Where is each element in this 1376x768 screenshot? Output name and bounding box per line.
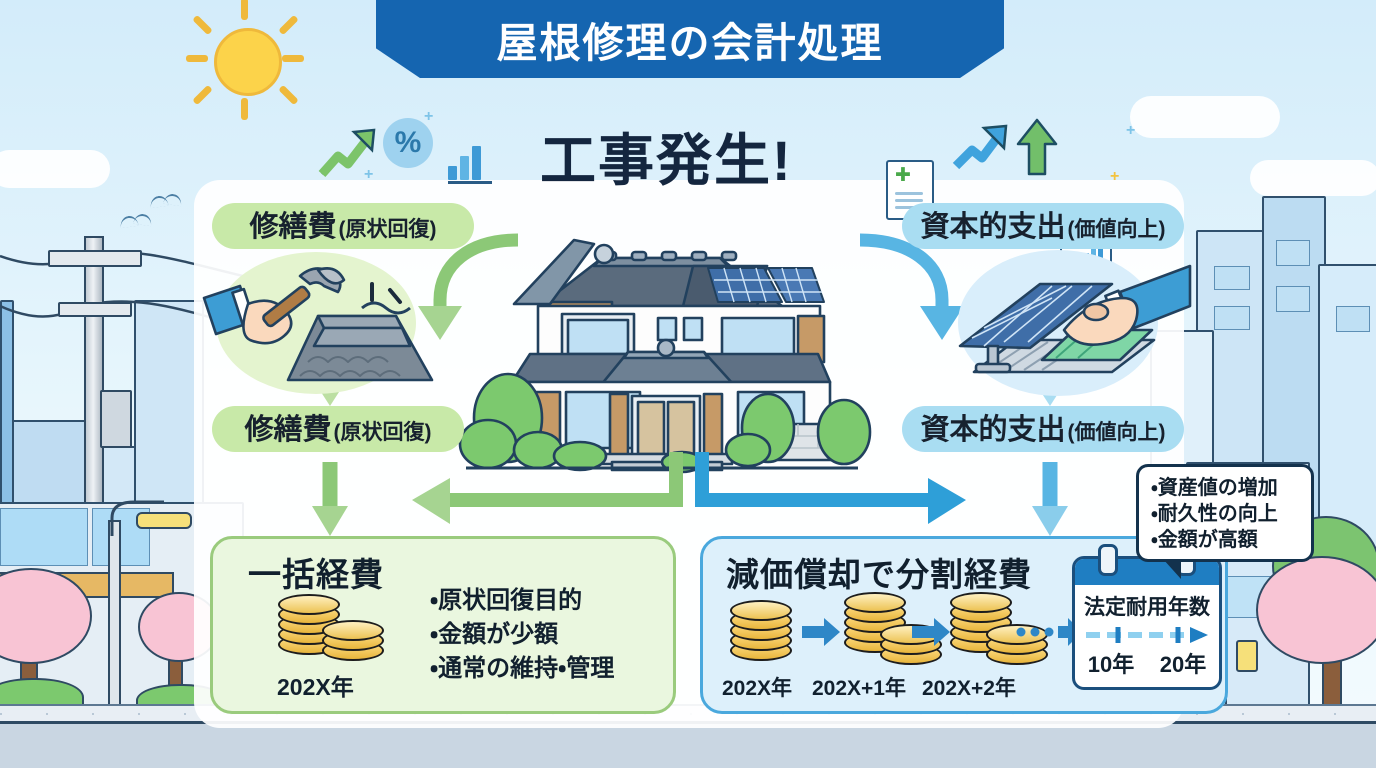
pill-capital-top-sub: (価値向上): [1067, 218, 1166, 241]
bubble-bullet-1: ・資産値の増加: [1151, 477, 1278, 499]
cloud-icon: [1250, 160, 1376, 196]
pill-repair-top[interactable]: 修繕費 (原状回復): [212, 203, 474, 249]
lumpsum-title: 一括経費: [248, 556, 384, 593]
timeline-arrow-2: [912, 618, 950, 646]
percent-icon: %: [383, 118, 433, 168]
green-up-arrow-icon: [318, 128, 376, 177]
lumpsum-bullet-1: ・原状回復目的: [430, 587, 583, 614]
arrow-house-to-capital: [859, 233, 964, 340]
plus-icon: ✚: [895, 165, 911, 186]
arrow-house-to-lumpsum: [412, 452, 683, 524]
calendar-header: [1075, 559, 1219, 585]
street-lamp-head: [136, 512, 192, 529]
sparkle-icon: +: [1126, 122, 1136, 139]
page-title: 屋根修理の会計処理: [496, 20, 884, 66]
cloud-icon: [1130, 96, 1280, 138]
depreciation-title: 減価償却で分割経費: [726, 556, 1032, 593]
capital-benefits-bubble: ・資産値の増加 ・耐久性の向上 ・金額が高額: [1136, 464, 1314, 579]
bubble-bullet-3: ・金額が高額: [1151, 529, 1258, 551]
arrow-repair-to-box: [312, 462, 348, 536]
green-arrow-up-icon: [1016, 118, 1058, 176]
pill-repair-bottom-sub: (原状回復): [333, 421, 432, 444]
traffic-signal: [1236, 640, 1258, 672]
blue-trend-arrow-icon: [952, 124, 1008, 170]
calendar-years: 10年 20年: [1075, 647, 1219, 679]
solar-panel-install-icon: [958, 264, 1192, 374]
pill-capital-bottom[interactable]: 資本的支出 (価値向上): [902, 406, 1184, 452]
arrow-house-to-repair: [418, 233, 519, 340]
arrow-capital-to-box: [1032, 462, 1068, 536]
japanese-house-illustration: [458, 238, 872, 474]
cloud-icon: [0, 150, 110, 188]
pill-capital-top-main: 資本的支出: [920, 211, 1066, 243]
bubble-bullet-2: ・耐久性の向上: [1151, 503, 1278, 525]
pill-repair-top-sub: (原状回復): [338, 218, 437, 241]
useful-life-calendar: 法定耐用年数 10年 20年: [1072, 556, 1222, 690]
headline-text: 工事発生!: [540, 129, 793, 192]
coin-stack-year2: [844, 590, 954, 665]
pole-transformer: [100, 390, 132, 448]
street-lamp-arm: [110, 500, 164, 536]
calendar-timeline-arrow: [1086, 627, 1208, 643]
arrow-house-to-depreciation: [695, 452, 966, 524]
pole-crossarm: [58, 302, 132, 317]
pill-repair-bottom[interactable]: 修繕費 (原状回復): [212, 406, 464, 452]
coin-stack-year1: [730, 598, 800, 661]
coin-stack-single: [278, 592, 408, 661]
pill-capital-bottom-sub: (価値向上): [1067, 421, 1166, 444]
sun-ray: [282, 55, 304, 62]
lumpsum-coin-year: 202X年: [277, 674, 354, 700]
road: [0, 721, 1376, 768]
sparkle-icon: +: [1110, 168, 1120, 185]
pill-repair-top-main: 修繕費: [249, 211, 337, 243]
cherry-blossom-tree: [0, 568, 92, 664]
bar-chart-icon: [448, 142, 492, 184]
sun-ray: [241, 98, 248, 120]
window-shape: [1276, 286, 1310, 312]
pole-crossarm: [48, 250, 142, 267]
sparkle-icon: +: [364, 166, 374, 183]
shop-window: [0, 508, 88, 566]
pill-repair-bottom-main: 修繕費: [244, 414, 332, 446]
timeline-year-3: 202X+2年: [922, 677, 1016, 700]
window-shape: [1214, 266, 1250, 290]
pill-capital-top[interactable]: 資本的支出 (価値向上): [902, 203, 1184, 249]
calendar-year-10: 10年: [1087, 652, 1135, 677]
calendar-ring: [1098, 544, 1118, 576]
timeline-arrow-3: [1016, 618, 1082, 646]
timeline-arrow-1: [802, 618, 840, 646]
window-shape: [1214, 306, 1250, 330]
sun-icon: [214, 28, 282, 96]
timeline-year-1: 202X年: [722, 677, 793, 700]
hammer-roof-tile-icon: [202, 267, 434, 382]
utility-pole: [84, 236, 104, 540]
sun-ray: [186, 55, 208, 62]
window-shape: [1276, 240, 1310, 266]
cherry-blossom-tree: [1256, 556, 1376, 664]
calendar-year-20: 20年: [1159, 652, 1207, 677]
sparkle-icon: +: [424, 108, 434, 125]
title-banner: 屋根修理の会計処理: [376, 0, 1004, 78]
pill-capital-bottom-main: 資本的支出: [920, 414, 1066, 446]
timeline-year-2: 202X+1年: [812, 677, 906, 700]
calendar-title: 法定耐用年数: [1084, 596, 1210, 619]
lumpsum-bullet-2: ・金額が少額: [430, 621, 559, 649]
lumpsum-bullet-3: ・通常の維持・管理: [430, 655, 615, 683]
lumpsum-bullets: ・原状回復目的 ・金額が少額 ・通常の維持・管理: [430, 584, 614, 686]
sun-ray: [241, 0, 248, 20]
street-lamp-pole: [108, 520, 121, 710]
window-shape: [1336, 306, 1370, 332]
